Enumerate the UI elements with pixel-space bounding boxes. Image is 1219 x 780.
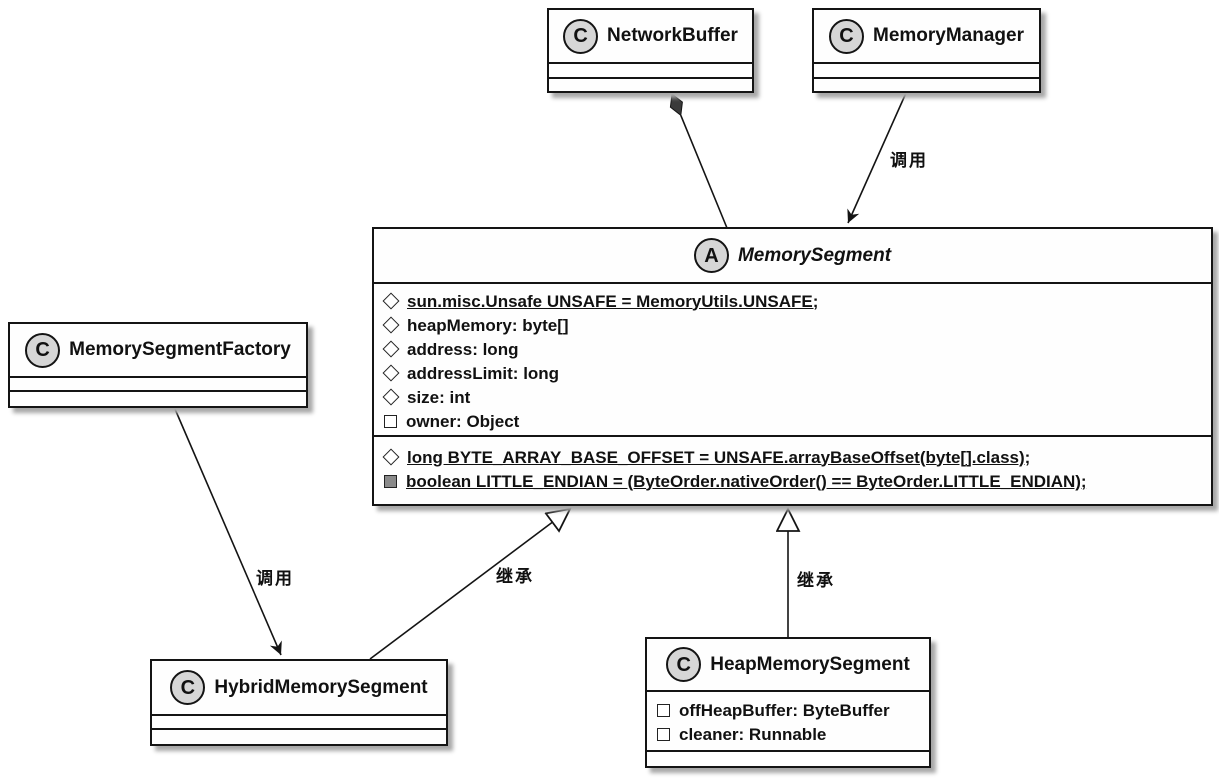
composition-diamond bbox=[669, 93, 683, 117]
edge-factory-hybrid bbox=[174, 408, 282, 656]
fields-compartment-empty bbox=[549, 62, 752, 77]
methods-compartment-empty bbox=[549, 77, 752, 92]
class-header: C NetworkBuffer bbox=[549, 10, 752, 62]
field-text: long BYTE_ARRAY_BASE_OFFSET = UNSAFE.arr… bbox=[407, 447, 1031, 467]
class-hybridmemorysegment: C HybridMemorySegment bbox=[150, 659, 448, 746]
methods-compartment-empty bbox=[10, 390, 306, 407]
field-text: sun.misc.Unsafe UNSAFE = MemoryUtils.UNS… bbox=[407, 291, 819, 311]
edge-label-call-factory: 调用 bbox=[256, 569, 294, 588]
fields-compartment-empty bbox=[152, 714, 446, 728]
field-text: cleaner: Runnable bbox=[679, 724, 827, 744]
class-heapmemorysegment: C HeapMemorySegment offHeapBuffer: ByteB… bbox=[645, 637, 931, 768]
edge-hybrid-extends bbox=[369, 509, 570, 660]
static-members-compartment: long BYTE_ARRAY_BASE_OFFSET = UNSAFE.arr… bbox=[374, 435, 1211, 500]
private-filled-square-icon bbox=[384, 474, 397, 488]
private-square-icon bbox=[657, 703, 670, 717]
field-text: offHeapBuffer: ByteBuffer bbox=[679, 700, 890, 720]
fields-compartment-empty bbox=[814, 62, 1039, 77]
field-text: boolean LITTLE_ENDIAN = (ByteOrder.nativ… bbox=[406, 471, 1087, 491]
methods-compartment-empty bbox=[152, 728, 446, 743]
field-text: address: long bbox=[407, 339, 519, 359]
class-name: MemoryManager bbox=[873, 25, 1024, 46]
field-row: addressLimit: long bbox=[374, 361, 1211, 385]
class-name: MemorySegmentFactory bbox=[69, 339, 291, 360]
protected-diamond-icon bbox=[382, 292, 400, 310]
methods-compartment-empty bbox=[814, 77, 1039, 92]
field-row: address: long bbox=[374, 337, 1211, 361]
field-text: owner: Object bbox=[406, 411, 520, 431]
class-header: C MemoryManager bbox=[814, 10, 1039, 62]
fields-compartment: offHeapBuffer: ByteBuffer cleaner: Runna… bbox=[647, 690, 929, 750]
field-row: boolean LITTLE_ENDIAN = (ByteOrder.nativ… bbox=[374, 469, 1211, 493]
field-text: heapMemory: byte[] bbox=[407, 315, 569, 335]
field-row: offHeapBuffer: ByteBuffer bbox=[647, 698, 929, 722]
edge-memorymanager-memorysegment bbox=[847, 92, 907, 224]
abstract-badge-icon: A bbox=[693, 238, 729, 273]
edge-networkbuffer-memorysegment bbox=[680, 114, 728, 229]
protected-diamond-icon bbox=[382, 340, 400, 358]
class-name: HeapMemorySegment bbox=[710, 653, 910, 675]
protected-diamond-icon bbox=[382, 316, 400, 334]
class-name: MemorySegment bbox=[737, 244, 892, 266]
class-header: C HeapMemorySegment bbox=[647, 639, 929, 690]
protected-diamond-icon bbox=[382, 388, 400, 406]
protected-diamond-icon bbox=[382, 364, 400, 382]
fields-compartment: sun.misc.Unsafe UNSAFE = MemoryUtils.UNS… bbox=[374, 282, 1211, 435]
field-row: long BYTE_ARRAY_BASE_OFFSET = UNSAFE.arr… bbox=[374, 445, 1211, 469]
edge-label-extends-heap: 继承 bbox=[797, 571, 835, 590]
class-memorysegmentfactory: C MemorySegmentFactory bbox=[8, 322, 308, 408]
field-row: size: int bbox=[374, 385, 1211, 409]
edge-label-extends-hybrid: 继承 bbox=[496, 567, 534, 586]
fields-compartment-empty bbox=[10, 376, 306, 390]
protected-diamond-icon bbox=[382, 448, 400, 466]
class-name: HybridMemorySegment bbox=[214, 676, 428, 698]
class-badge-icon: C bbox=[666, 647, 702, 682]
class-networkbuffer: C NetworkBuffer bbox=[547, 8, 754, 93]
field-row: owner: Object bbox=[374, 409, 1211, 433]
class-header: C MemorySegmentFactory bbox=[10, 324, 306, 376]
field-text: addressLimit: long bbox=[407, 363, 560, 383]
field-row: cleaner: Runnable bbox=[647, 722, 929, 746]
class-header: A MemorySegment bbox=[374, 229, 1211, 282]
private-square-icon bbox=[657, 727, 670, 741]
class-badge-icon: C bbox=[170, 670, 206, 705]
class-header: C HybridMemorySegment bbox=[152, 661, 446, 714]
class-badge-icon: C bbox=[829, 18, 864, 54]
field-row: sun.misc.Unsafe UNSAFE = MemoryUtils.UNS… bbox=[374, 289, 1211, 313]
edge-label-call-memorymanager: 调用 bbox=[890, 151, 928, 170]
field-row: heapMemory: byte[] bbox=[374, 313, 1211, 337]
class-badge-icon: C bbox=[563, 18, 599, 54]
class-memorysegment: A MemorySegment sun.misc.Unsafe UNSAFE =… bbox=[372, 227, 1213, 506]
class-badge-icon: C bbox=[25, 332, 61, 368]
field-text: size: int bbox=[407, 387, 471, 407]
private-square-icon bbox=[384, 414, 397, 428]
class-memorymanager: C MemoryManager bbox=[812, 8, 1041, 93]
class-name: NetworkBuffer bbox=[607, 25, 738, 46]
methods-compartment-empty bbox=[647, 750, 929, 765]
